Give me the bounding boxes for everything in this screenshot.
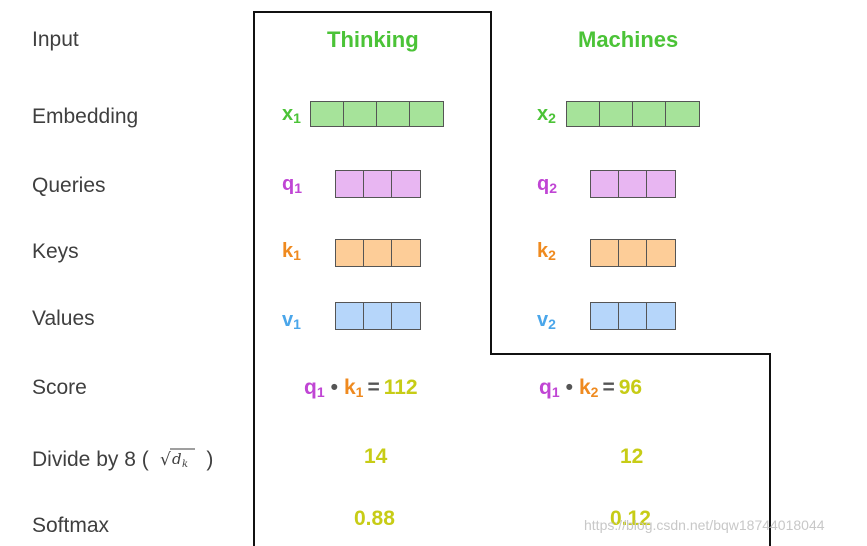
- sqrt-var-k: k: [182, 459, 188, 470]
- sqrt-dk-formula: √ d k: [159, 446, 197, 474]
- value-label-1: v1: [282, 309, 301, 332]
- column-title-thinking: Thinking: [327, 27, 419, 52]
- score-expression-2: q1•k2=96: [539, 376, 643, 400]
- softmax-value-1: 0.88: [354, 507, 395, 530]
- embedding-vector-1: [310, 101, 444, 127]
- score-expression-1: q1•k1=112: [304, 376, 418, 400]
- key-label-1: k1: [282, 240, 301, 263]
- sqrt-symbol: √: [160, 450, 171, 470]
- divided-score-2: 12: [620, 445, 644, 468]
- score-value-2: 96: [618, 376, 643, 399]
- softmax-value-2: 0.12: [610, 507, 651, 530]
- row-label-queries: Queries: [32, 174, 106, 197]
- embedding-label-2: x2: [537, 103, 556, 126]
- key-label-2: k2: [537, 240, 556, 263]
- watermark-text: https://blog.csdn.net/bqw18744018044: [584, 517, 825, 533]
- row-label-score: Score: [32, 376, 87, 399]
- row-label-values: Values: [32, 307, 95, 330]
- value-label-2: v2: [537, 309, 556, 332]
- key-vector-1: [335, 239, 421, 267]
- row-label-embedding: Embedding: [32, 105, 139, 128]
- sqrt-var-d: d: [172, 450, 182, 468]
- value-vector-1: [335, 302, 421, 330]
- row-label-input: Input: [32, 28, 79, 51]
- row-label-softmax: Softmax: [32, 514, 110, 537]
- value-vector-2: [590, 302, 676, 330]
- key-vector-2: [590, 239, 676, 267]
- row-label-divide: Divide by 8 ( √ d k ): [32, 446, 213, 474]
- divide-prefix: Divide by 8 (: [32, 448, 149, 471]
- divide-suffix: ): [206, 448, 214, 471]
- query-label-1: q1: [282, 173, 303, 196]
- divided-score-1: 14: [364, 445, 388, 468]
- query-label-2: q2: [537, 173, 558, 196]
- score-value-1: 112: [383, 376, 418, 399]
- query-vector-2: [590, 170, 676, 198]
- embedding-vector-2: [566, 101, 700, 127]
- query-vector-1: [335, 170, 421, 198]
- row-label-keys: Keys: [32, 240, 79, 263]
- embedding-label-1: x1: [282, 103, 301, 126]
- column-title-machines: Machines: [578, 27, 679, 52]
